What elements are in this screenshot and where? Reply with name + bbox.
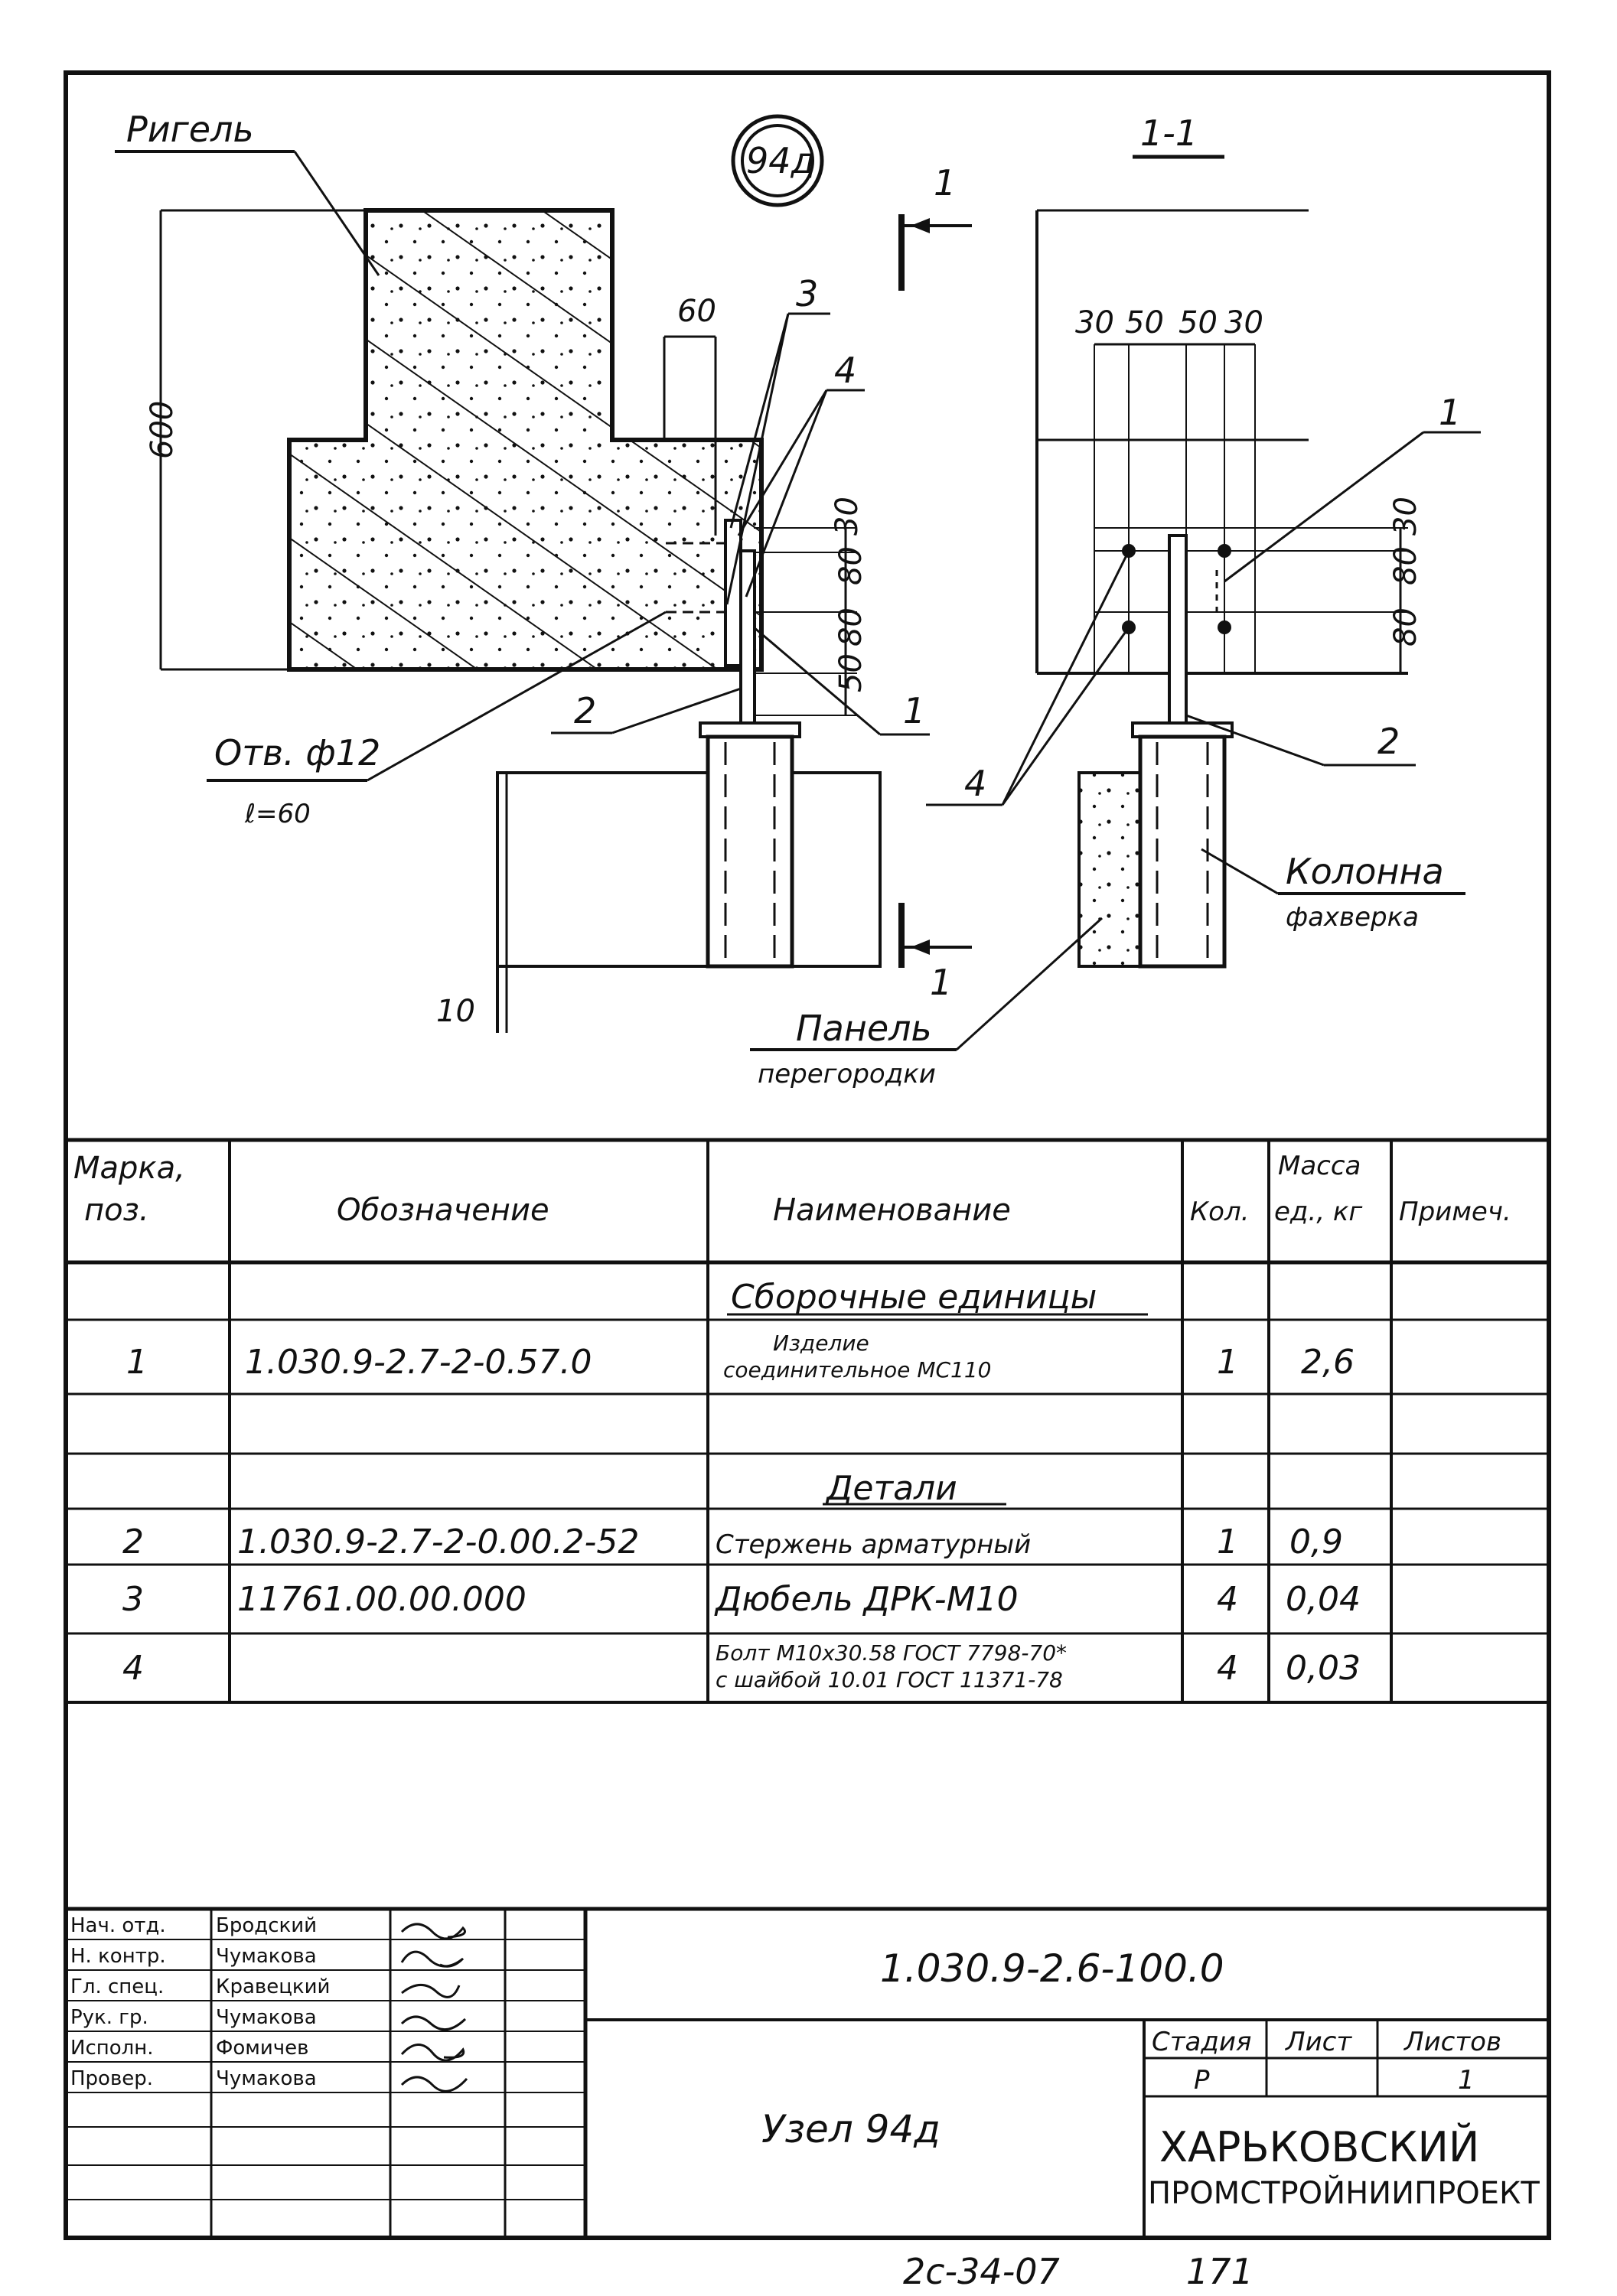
- org-line-2: ПРОМСТРОЙНИИПРОЕКТ: [1148, 2174, 1540, 2211]
- row3-designation: 11761.00.00.000: [237, 1580, 527, 1619]
- title-block: Нач. отд. Бродский Н. контр. Чумакова Гл…: [66, 1907, 1549, 2238]
- role-2-name: Чумакова: [216, 1945, 317, 1968]
- row2-name: Стержень арматурный: [716, 1529, 1031, 1560]
- role-6: Провер.: [70, 2067, 153, 2090]
- role-5: Исполн.: [70, 2037, 154, 2060]
- header-designation: Обозначение: [337, 1193, 549, 1228]
- callout-2-right: 2: [1377, 721, 1400, 762]
- row3-pos: 3: [122, 1580, 144, 1619]
- sec-dim-v80b: 80: [1388, 607, 1423, 646]
- row2-mass: 0,9: [1289, 1523, 1343, 1562]
- dim-50-left: 50: [833, 653, 869, 692]
- sec-dim-50b: 50: [1179, 305, 1218, 340]
- role-3-name: Кравецкий: [216, 1975, 330, 1998]
- org-line-1: ХАРЬКОВСКИЙ: [1159, 2123, 1479, 2171]
- row2-designation: 1.030.9-2.7-2-0.00.2-52: [237, 1523, 639, 1562]
- row2-qty: 1: [1217, 1523, 1238, 1562]
- role-3: Гл. спец.: [70, 1975, 164, 1998]
- stage-value: Р: [1194, 2065, 1210, 2096]
- drawing-title: Узел 94д: [761, 2107, 941, 2151]
- panel-sub-label: перегородки: [758, 1059, 936, 1089]
- header-name: Наименование: [773, 1193, 1011, 1228]
- header-mark: Марка,: [73, 1151, 185, 1186]
- spec-table: Марка, поз. Обозначение Наименование Кол…: [66, 1140, 1549, 1704]
- panel-section: [1077, 771, 1142, 968]
- callout-2-left: 2: [574, 690, 596, 731]
- beam-label: Ригель: [126, 109, 254, 150]
- column-section: [1138, 734, 1227, 969]
- sheets-label: Листов: [1403, 2027, 1501, 2057]
- header-note: Примеч.: [1399, 1197, 1511, 1227]
- row4-pos: 4: [122, 1649, 144, 1688]
- row2-pos: 2: [122, 1523, 144, 1562]
- section-marker-top: 1: [934, 162, 956, 204]
- role-6-name: Чумакова: [216, 2067, 317, 2090]
- embedded-plate: [724, 519, 742, 667]
- section-view: 1-1 30 50 50 30 30 80 80: [750, 112, 1481, 1089]
- role-4-name: Чумакова: [216, 2006, 317, 2029]
- role-1: Нач. отд.: [70, 1914, 166, 1937]
- sec-dim-30b: 30: [1224, 305, 1263, 340]
- row1-name-2: соединительное МС110: [723, 1357, 991, 1382]
- row1-designation: 1.030.9-2.7-2-0.57.0: [245, 1343, 592, 1382]
- header-mass-2: ед., кг: [1274, 1197, 1363, 1227]
- reinforcement-rod: [739, 549, 756, 725]
- left-view: 600 Ригель 60 30 80 80 50: [115, 109, 972, 1033]
- sheets-value: 1: [1458, 2065, 1475, 2096]
- row3-qty: 4: [1217, 1580, 1238, 1619]
- row4-mass: 0,03: [1286, 1649, 1361, 1688]
- sheet-label: Лист: [1284, 2027, 1352, 2057]
- sheet-border: [64, 70, 1551, 2240]
- sec-dim-v80a: 80: [1388, 546, 1423, 585]
- sec-dim-v30: 30: [1388, 497, 1423, 536]
- row3-mass: 0,04: [1286, 1580, 1361, 1619]
- dim-80a-left: 80: [833, 546, 869, 585]
- section-assembly: Сборочные единицы: [731, 1278, 1097, 1317]
- dim-30-left: 30: [830, 497, 865, 536]
- section-title: 1-1: [1140, 112, 1198, 154]
- node-mark: 94д: [731, 114, 824, 207]
- column-label: Колонна: [1286, 851, 1444, 892]
- document-code: 1.030.9-2.6-100.0: [880, 1946, 1224, 1991]
- row4-name-2: с шайбой 10.01 ГОСТ 11371-78: [716, 1667, 1063, 1692]
- column-left: [706, 734, 794, 969]
- footer-number-left: 2с-34-07: [903, 2251, 1060, 2292]
- section-details: Детали: [825, 1469, 957, 1508]
- row1-pos: 1: [126, 1343, 148, 1382]
- row4-name-1: Болт М10х30.58 ГОСТ 7798-70*: [716, 1640, 1067, 1666]
- row4-qty: 4: [1217, 1649, 1238, 1688]
- row1-mass: 2,6: [1301, 1343, 1355, 1382]
- hole-label: Отв. ф12: [214, 732, 380, 773]
- signatures: [400, 1923, 468, 2092]
- header-mass: Масса: [1278, 1151, 1361, 1181]
- role-4: Рук. гр.: [70, 2006, 148, 2029]
- callout-1-left: 1: [903, 690, 925, 731]
- role-1-name: Бродский: [216, 1914, 317, 1937]
- dim-10: 10: [436, 994, 475, 1029]
- callout-4-left: 4: [834, 350, 856, 391]
- sec-dim-50a: 50: [1125, 305, 1164, 340]
- dim-600: 600: [145, 401, 180, 459]
- row3-name: Дюбель ДРК-М10: [714, 1580, 1019, 1619]
- node-mark-text: 94д: [746, 140, 815, 181]
- role-2: Н. контр.: [70, 1945, 166, 1968]
- panel-label: Панель: [796, 1008, 932, 1049]
- section-marker-bottom: 1: [930, 962, 952, 1003]
- callout-4-right: 4: [964, 763, 986, 804]
- role-5-name: Фомичев: [216, 2037, 308, 2060]
- dim-80b-left: 80: [833, 607, 869, 646]
- dim-60: 60: [677, 294, 716, 329]
- header-mark-2: поз.: [84, 1193, 149, 1228]
- column-sub-label: фахверка: [1286, 902, 1419, 933]
- stage-label: Стадия: [1152, 2027, 1251, 2057]
- sec-dim-30a: 30: [1075, 305, 1114, 340]
- header-qty: Кол.: [1190, 1197, 1249, 1227]
- footer-number-right: 171: [1186, 2251, 1254, 2292]
- hole-length-label: ℓ=60: [244, 799, 311, 829]
- row1-qty: 1: [1217, 1343, 1238, 1382]
- callout-3: 3: [796, 273, 818, 314]
- row1-name-1: Изделие: [773, 1330, 869, 1356]
- callout-1-right: 1: [1439, 392, 1461, 433]
